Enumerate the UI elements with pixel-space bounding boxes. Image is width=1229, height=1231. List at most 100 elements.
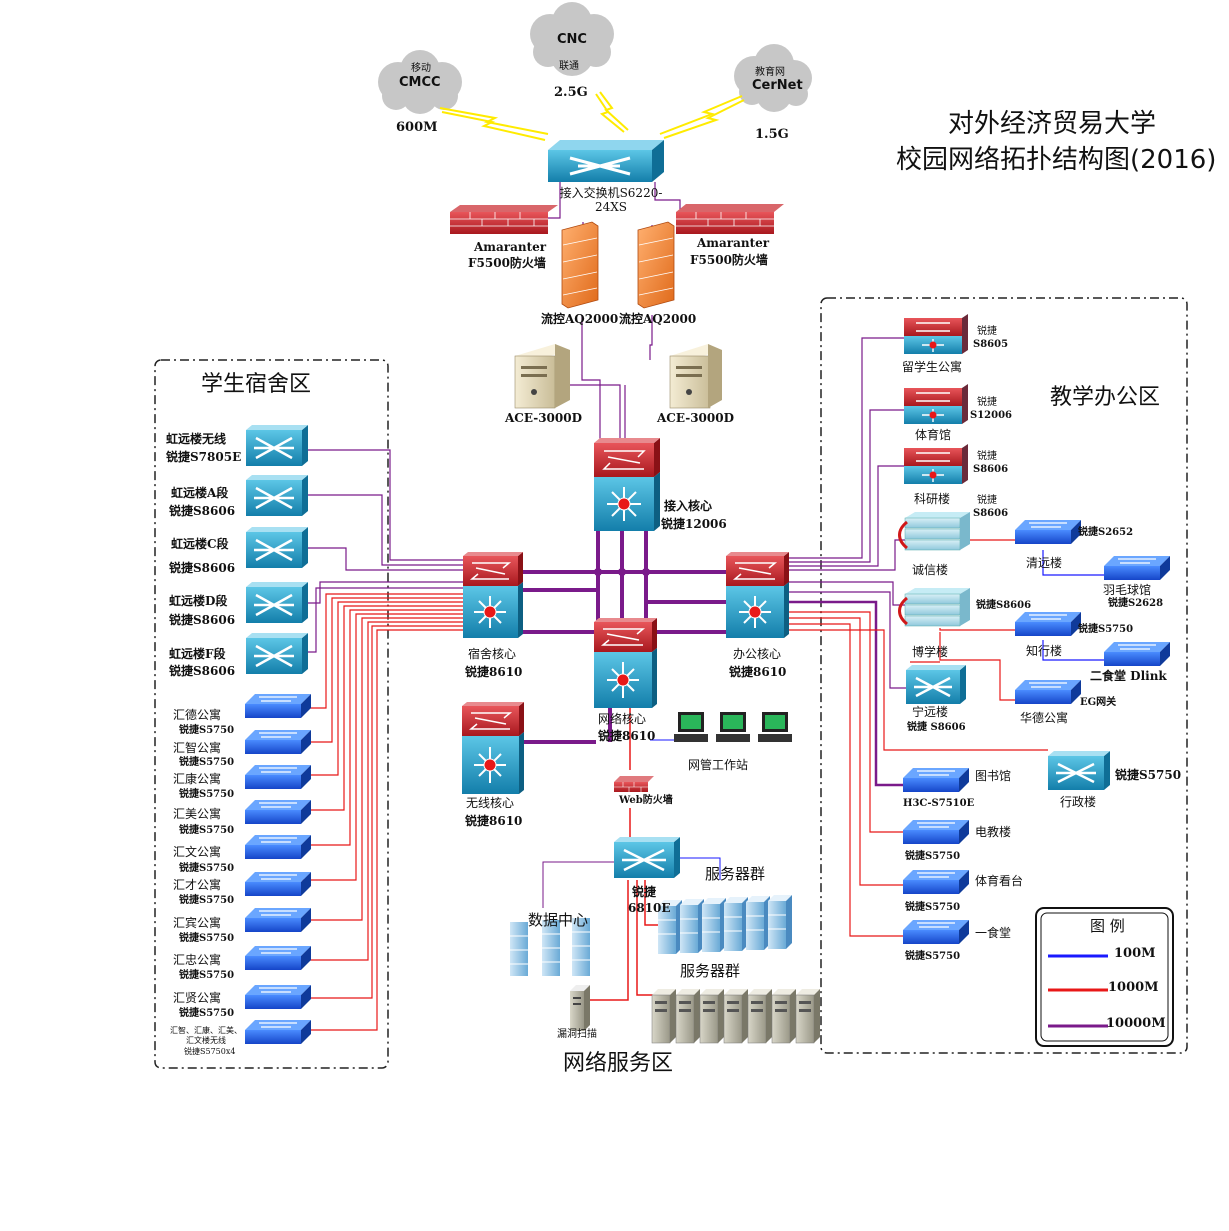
switch-apartment-5-icon [245, 872, 311, 896]
apt3-name: 汇美公寓 [173, 807, 222, 821]
teach-devices [898, 314, 1110, 790]
switch-yishitang-icon [903, 920, 969, 944]
flow-right-label: 流控AQ2000 [619, 312, 697, 326]
zone-dorm-title: 学生宿舍区 [201, 372, 312, 397]
liuxuesheng-model2: S8605 [973, 339, 1009, 350]
switch-ningyuan-icon [906, 665, 966, 704]
ershitang-name: 二食堂 Dlink [1090, 669, 1167, 683]
xingzheng-name: 行政楼 [1060, 795, 1097, 809]
teach-blue-switches [903, 520, 1170, 944]
ace-server-right-icon [669, 344, 722, 409]
cnc-name: CNC [557, 32, 587, 47]
apt5-model: 锐捷S5750 [179, 895, 235, 906]
core-wireless-icon [462, 702, 524, 794]
keyan-name: 科研楼 [914, 492, 951, 506]
dorm-b2-line2: 锐捷S8606 [169, 561, 236, 575]
switch-apartment-1-icon [245, 730, 311, 754]
switch-tiyukantai-icon [903, 870, 969, 894]
ace-server-left-icon [514, 344, 570, 409]
legend-title: 图 例 [1090, 917, 1125, 935]
server-blade [746, 896, 770, 950]
dorm-b0-line2: 锐捷S7805E [166, 450, 242, 464]
chengxin-name: 诚信楼 [912, 563, 949, 577]
tushuguan-name: 图书馆 [975, 769, 1012, 783]
dorm-b1-line2: 锐捷S8606 [169, 504, 236, 518]
switch-apartment-8-icon [245, 985, 311, 1009]
cernet-speed: 1.5G [755, 127, 789, 142]
apt1-name: 汇智公寓 [173, 741, 222, 755]
yumaoqiu-model: 锐捷S2628 [1108, 598, 1164, 609]
core-access-line2: 锐捷12006 [661, 517, 727, 531]
zone-service-title: 网络服务区 [563, 1051, 674, 1076]
switch-huade-icon [1015, 680, 1081, 704]
dorm-b3-line1: 虹远楼D段 [169, 594, 228, 608]
cloud-cernet-icon [734, 44, 812, 112]
service-switch-line2: 6810E [628, 901, 671, 915]
server-rack [723, 989, 748, 1044]
switch-apartment-2-icon [245, 765, 311, 789]
zhixing-name: 知行楼 [1026, 644, 1063, 658]
apt6-name: 汇宾公寓 [173, 916, 222, 930]
dorm-wireless-line1: 汇智、汇康、汇美、 [170, 1026, 242, 1035]
switch-keyan-icon [904, 444, 968, 484]
core-dorm-icon [463, 552, 523, 638]
server-rack [699, 989, 724, 1044]
switch-boxue-icon [898, 588, 970, 627]
switch-dorm-wireless-icon [245, 1020, 311, 1044]
dorm-apartment-switches [245, 694, 311, 1044]
cmcc-speed: 600M [396, 120, 438, 135]
tushuguan-model: H3C-S7510E [903, 798, 975, 809]
server-blade [680, 899, 704, 953]
server-rack [675, 989, 700, 1044]
cmcc-name: CMCC [399, 75, 441, 90]
dorm-b2-line1: 虹远楼C段 [171, 537, 229, 551]
ningyuan-model: 锐捷 S8606 [907, 722, 966, 733]
server-blade [724, 897, 748, 951]
core-office-icon [726, 552, 789, 638]
firewall-left-line2: F5500防火墙 [468, 256, 546, 270]
access-switch-icon [548, 140, 664, 182]
switch-apartment-7-icon [245, 946, 311, 970]
legend-label-1000m: 1000M [1108, 980, 1159, 995]
keyan-model2: S8606 [973, 464, 1009, 475]
switch-ershitang-icon [1104, 642, 1170, 666]
yumaoqiu-name: 羽毛球馆 [1103, 583, 1152, 597]
cernet-sub: 教育网 [755, 67, 785, 78]
switch-hongyuan-a-icon [246, 475, 308, 516]
cloud-cmcc-icon [378, 50, 462, 114]
dorm-b0-line1: 虹远楼无线 [166, 432, 227, 446]
firewall-left-line1: Amaranter [474, 240, 547, 254]
cloud-cnc-icon [530, 2, 614, 76]
chengxin-model1: 锐捷 [977, 495, 997, 506]
keyan-model1: 锐捷 [977, 451, 997, 462]
dorm-b1-line1: 虹远楼A段 [171, 486, 229, 500]
core-office-line2: 锐捷8610 [729, 665, 787, 679]
dianjiao-model: 锐捷S5750 [905, 851, 961, 862]
yishitang-model: 锐捷S5750 [905, 951, 961, 962]
core-office-line1: 办公核心 [733, 647, 782, 661]
switch-liuxuesheng-icon [904, 314, 968, 354]
tiyuguan-name: 体育馆 [915, 428, 952, 442]
chengxin-model2: S8606 [973, 508, 1009, 519]
servers-top-label: 服务器群 [705, 865, 766, 883]
xingzheng-model: 锐捷S5750 [1115, 768, 1182, 782]
wan-links [439, 91, 745, 141]
core-trunks [520, 530, 728, 744]
dorm-building-switches [246, 425, 308, 674]
server-rack [747, 989, 772, 1044]
cnc-speed: 2.5G [554, 85, 588, 100]
servers-bottom-label: 服务器群 [680, 962, 741, 980]
apt5-name: 汇才公寓 [173, 878, 222, 892]
qingyuan-name: 清远楼 [1026, 556, 1063, 570]
ningyuan-name: 宁远楼 [912, 705, 949, 719]
access-switch-label: 接入交换机S6220-24XS [559, 186, 663, 215]
apt7-name: 汇忠公寓 [173, 953, 222, 967]
switch-apartment-3-icon [245, 800, 311, 824]
qingyuan-model: 锐捷S2652 [1078, 527, 1134, 538]
workstation-label: 网管工作站 [688, 758, 749, 772]
dianjiao-name: 电教楼 [975, 825, 1012, 839]
tiyuguan-model1: 锐捷 [977, 397, 997, 408]
legend-label-10000m: 10000M [1106, 1016, 1166, 1031]
core-access-line1: 接入核心 [664, 499, 713, 513]
